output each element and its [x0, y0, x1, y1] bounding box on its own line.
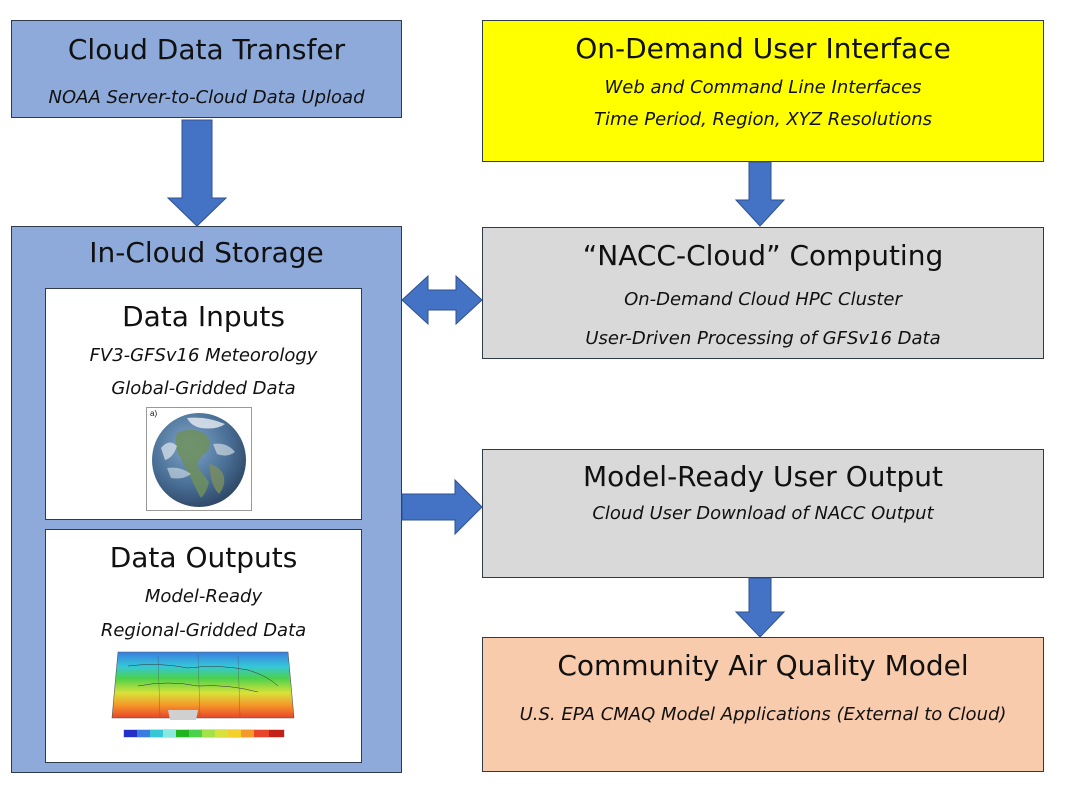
arrow-output-to-cmaq [734, 577, 786, 638]
model-ready-output-box: Model-Ready User Output Cloud User Downl… [482, 449, 1044, 578]
nacc-cloud-computing-line1: On-Demand Cloud HPC Cluster [624, 289, 902, 310]
data-inputs-panel: Data Inputs FV3-GFSv16 Meteorology Globa… [45, 288, 362, 520]
community-air-quality-model-title: Community Air Quality Model [557, 649, 969, 682]
data-outputs-line2: Regional-Gridded Data [100, 620, 307, 641]
arrow-interface-to-computing [734, 161, 786, 227]
data-outputs-panel: Data Outputs Model-Ready Regional-Gridde… [45, 529, 362, 763]
data-inputs-line1: FV3-GFSv16 Meteorology [89, 345, 318, 366]
data-inputs-title: Data Inputs [122, 300, 285, 333]
globe-image: a) [146, 407, 252, 511]
model-ready-output-line1: Cloud User Download of NACC Output [592, 503, 934, 524]
in-cloud-storage-box: In-Cloud Storage Data Inputs FV3-GFSv16 … [11, 226, 402, 773]
model-ready-output-title: Model-Ready User Output [583, 460, 943, 493]
cloud-data-transfer-subtitle: NOAA Server-to-Cloud Data Upload [48, 87, 365, 108]
cloud-data-transfer-title: Cloud Data Transfer [67, 33, 346, 66]
regional-map-image [98, 646, 308, 758]
in-cloud-storage-title: In-Cloud Storage [89, 236, 324, 269]
user-interface-line1: Web and Command Line Interfaces [604, 77, 922, 98]
user-interface-line2: Time Period, Region, XYZ Resolutions [593, 109, 933, 130]
nacc-cloud-computing-box: “NACC-Cloud” Computing On-Demand Cloud H… [482, 227, 1044, 359]
community-air-quality-model-box: Community Air Quality Model U.S. EPA CMA… [482, 637, 1044, 772]
globe-panel-label: a) [150, 409, 158, 418]
nacc-cloud-computing-line2: User-Driven Processing of GFSv16 Data [585, 328, 941, 349]
data-inputs-line2: Global-Gridded Data [111, 378, 296, 399]
cloud-data-transfer-box: Cloud Data Transfer NOAA Server-to-Cloud… [11, 20, 402, 118]
arrow-storage-to-output [401, 478, 483, 536]
user-interface-title: On-Demand User Interface [575, 32, 951, 65]
nacc-cloud-computing-title: “NACC-Cloud” Computing [582, 239, 944, 272]
data-outputs-line1: Model-Ready [144, 586, 263, 607]
arrow-storage-computing-bidirectional [401, 274, 483, 326]
data-outputs-title: Data Outputs [109, 541, 298, 574]
arrow-transfer-to-storage [166, 119, 228, 227]
community-air-quality-model-line1: U.S. EPA CMAQ Model Applications (Extern… [519, 704, 1007, 725]
user-interface-box: On-Demand User Interface Web and Command… [482, 20, 1044, 162]
